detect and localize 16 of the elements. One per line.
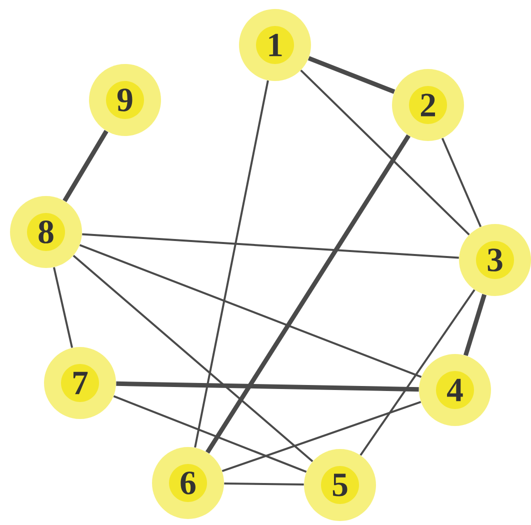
edge-line <box>72 254 314 462</box>
edge-line <box>194 80 269 448</box>
edge-line <box>441 138 482 228</box>
edge-line <box>82 233 459 259</box>
edge-line <box>308 56 396 94</box>
edge-line <box>222 400 422 472</box>
edge-line <box>116 381 419 392</box>
edge-line <box>52 267 74 348</box>
edge-line <box>300 70 470 236</box>
edge-line <box>79 244 422 378</box>
edge-line <box>224 482 304 486</box>
edge-line <box>360 289 476 456</box>
edge-line <box>464 294 487 356</box>
edge-line <box>113 395 307 473</box>
edge-line <box>62 130 108 202</box>
edge-line <box>206 134 410 454</box>
